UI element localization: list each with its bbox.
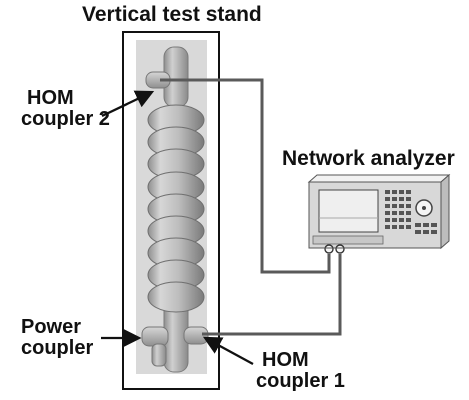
analyzer-button [392,190,397,194]
analyzer-button [392,218,397,222]
power-coupler-stub [151,343,167,367]
analyzer-button [399,225,404,229]
arrow-hom-coupler-1 [202,336,254,366]
analyzer-button [399,211,404,215]
analyzer-button [415,230,421,234]
analyzer-button [406,218,411,222]
network-analyzer-depth [307,174,451,183]
analyzer-button [399,218,404,222]
label-network-analyzer: Network analyzer [282,147,455,170]
label-hom-coupler-2: HOM coupler 2 [21,88,110,130]
network-analyzer-side [440,173,450,250]
analyzer-button [423,223,429,227]
network-analyzer-button-grid [385,190,411,229]
analyzer-button [406,225,411,229]
network-analyzer-lower-buttons [415,223,437,234]
network-analyzer-device [307,173,451,254]
label-vertical-test-stand: Vertical test stand [82,3,262,26]
label-hom-coupler-1-line-2: coupler 1 [256,370,345,392]
network-analyzer-port-2 [335,244,345,254]
label-hom-coupler-1: HOM coupler 1 [256,350,345,392]
label-hom-coupler-1-line-1: HOM [262,349,309,371]
network-analyzer-screen [318,189,379,233]
analyzer-button [392,225,397,229]
analyzer-button [423,230,429,234]
analyzer-button [392,197,397,201]
power-coupler-port [141,326,169,347]
analyzer-knob-center [422,206,426,210]
network-analyzer-port-1 [324,244,334,254]
analyzer-button [415,223,421,227]
label-hom-coupler-2-line-2: coupler 2 [21,108,110,130]
label-power-coupler-line-2: coupler [21,337,94,359]
cavity-cell [147,281,205,313]
label-hom-coupler-2-line-1: HOM [27,87,74,109]
analyzer-button [392,211,397,215]
cavity-cells [147,104,205,313]
analyzer-button [406,211,411,215]
label-power-coupler-line-1: Power [21,316,82,338]
network-analyzer-bottom-strip [312,235,384,245]
analyzer-button [385,211,390,215]
analyzer-button [385,218,390,222]
cable-hom-coupler-2 [160,78,331,274]
analyzer-button [399,190,404,194]
analyzer-button [431,223,437,227]
analyzer-button [385,197,390,201]
label-power-coupler: Power coupler [21,317,93,359]
analyzer-button [392,204,397,208]
analyzer-button [399,204,404,208]
label-network-analyzer-text: Network analyzer [282,147,455,170]
label-vertical-test-stand-text: Vertical test stand [82,3,262,26]
analyzer-button [431,230,437,234]
analyzer-button [385,204,390,208]
analyzer-button [406,197,411,201]
analyzer-button [385,190,390,194]
arrow-hom-coupler-2 [101,90,155,118]
test-stand-frame [122,31,220,390]
analyzer-button [399,197,404,201]
analyzer-button [406,190,411,194]
cable-hom-coupler-1 [202,254,342,336]
analyzer-button [385,225,390,229]
analyzer-button [406,204,411,208]
